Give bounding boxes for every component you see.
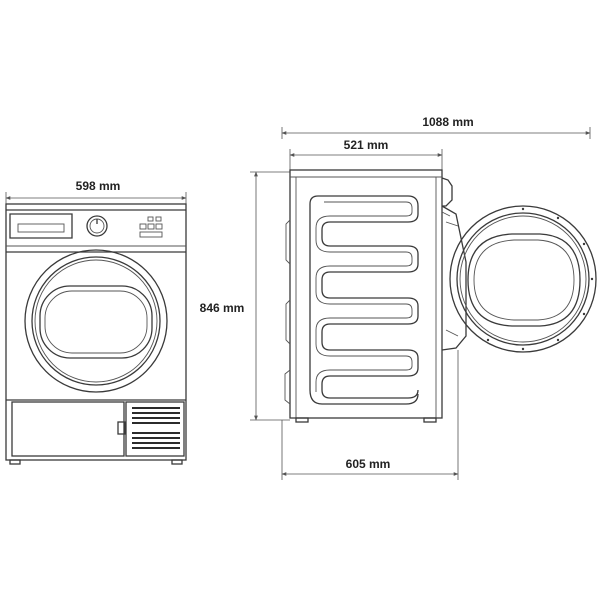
water-tank-handle xyxy=(17,223,65,233)
drum-inner xyxy=(315,201,413,392)
open-door-outer-ring xyxy=(449,205,597,353)
front-panel-step xyxy=(441,211,451,217)
rear-bump-middle xyxy=(285,299,291,345)
door-hinge-arm xyxy=(441,205,467,351)
front-door-window-inner xyxy=(44,290,148,354)
hinge-detail-lower xyxy=(445,329,459,337)
filter-latch xyxy=(117,421,126,435)
hinge-detail-upper xyxy=(445,221,459,227)
filter-cover xyxy=(11,401,125,457)
front-body xyxy=(5,203,187,461)
front-foot-left xyxy=(9,459,21,465)
width-label: 598 mm xyxy=(76,179,121,193)
front-console-bump xyxy=(441,177,453,207)
door-seal-dots xyxy=(486,207,594,351)
front-door-outer-ring xyxy=(24,249,168,393)
vent-grille-lines xyxy=(132,407,180,449)
control-buttons xyxy=(139,216,163,238)
rear-bump-upper xyxy=(285,219,291,265)
side-foot-rear xyxy=(295,417,309,423)
water-tank-drawer xyxy=(9,213,73,239)
height-dimension: 846 mm xyxy=(200,171,290,421)
rear-bump-lower xyxy=(284,369,291,405)
body-depth-label: 521 mm xyxy=(344,138,389,152)
open-door-inner-ring xyxy=(459,215,587,343)
side-body xyxy=(289,169,443,419)
front-door-window xyxy=(39,285,153,359)
open-door-window xyxy=(467,233,581,327)
total-depth-label: 1088 mm xyxy=(422,115,473,129)
height-label: 846 mm xyxy=(200,301,245,315)
front-door-inner-ring xyxy=(34,259,158,383)
drum-outline xyxy=(318,195,419,399)
side-foot-front xyxy=(423,417,437,423)
front-door-mid-ring xyxy=(31,256,161,386)
open-door-mid-ring xyxy=(456,212,590,346)
drum-back-edge xyxy=(309,195,419,405)
side-view: 1088 mm 521 mm xyxy=(281,115,597,480)
depth-label: 605 mm xyxy=(346,457,391,471)
vent-grille xyxy=(125,401,185,457)
program-knob xyxy=(86,215,108,237)
front-foot-right xyxy=(171,459,183,465)
front-view: 598 mm xyxy=(5,179,187,465)
open-door-window-inner xyxy=(473,239,575,321)
